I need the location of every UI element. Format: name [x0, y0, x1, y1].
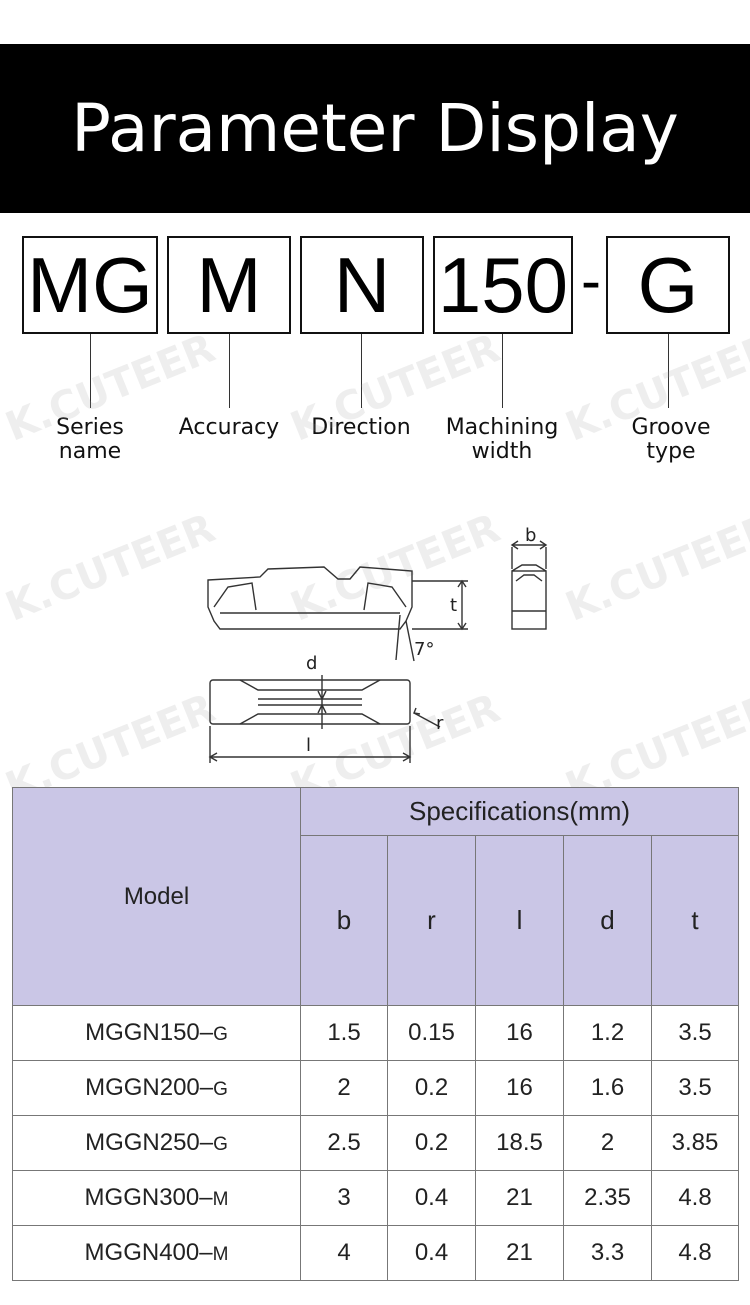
- table-row: MGGN250–G 2.5 0.2 18.5 2 3.85: [12, 1115, 740, 1171]
- cell-b: 3: [300, 1170, 388, 1226]
- cell-d: 1.6: [563, 1060, 652, 1116]
- dim-label-l: l: [306, 735, 311, 756]
- watermark: K.CUTEER: [559, 505, 750, 631]
- column-header-r: r: [387, 835, 476, 1006]
- model-cell: MGGN300–M: [12, 1170, 301, 1226]
- dim-label-t: t: [450, 595, 457, 616]
- cell-d: 1.2: [563, 1005, 652, 1061]
- code-box-accuracy: M: [167, 236, 291, 334]
- page-title: Parameter Display: [0, 44, 750, 213]
- cell-t: 3.5: [650, 1060, 740, 1116]
- table-row: MGGN150–G 1.5 0.15 16 1.2 3.5: [12, 1005, 740, 1061]
- model-cell: MGGN200–G: [12, 1060, 301, 1116]
- code-box-direction: N: [300, 236, 424, 334]
- cell-t: 3.5: [650, 1005, 740, 1061]
- leader-line-accuracy: [229, 334, 230, 408]
- cell-b: 2: [300, 1060, 388, 1116]
- model-cell: MGGN250–G: [12, 1115, 301, 1171]
- code-separator: -: [581, 247, 601, 314]
- cell-l: 21: [475, 1225, 564, 1281]
- column-header-l: l: [475, 835, 564, 1006]
- dim-label-d: d: [306, 653, 317, 674]
- column-header-b: b: [300, 835, 388, 1006]
- leader-line-series: [90, 334, 91, 408]
- dim-label-r: r: [436, 713, 444, 734]
- dim-label-angle: 7°: [414, 639, 434, 660]
- cell-t: 4.8: [650, 1170, 740, 1226]
- leader-line-direction: [361, 334, 362, 408]
- cell-l: 21: [475, 1170, 564, 1226]
- code-box-series: MG: [22, 236, 158, 334]
- label-series-name: Series name: [56, 415, 124, 464]
- cell-b: 4: [300, 1225, 388, 1281]
- code-box-width: 150: [433, 236, 573, 334]
- cell-r: 0.15: [387, 1005, 476, 1061]
- insert-technical-drawing: b t 7° d l r: [207, 525, 548, 763]
- cell-t: 4.8: [650, 1225, 740, 1281]
- cell-d: 2.35: [563, 1170, 652, 1226]
- cell-r: 0.4: [387, 1225, 476, 1281]
- watermark: K.CUTEER: [0, 505, 222, 631]
- label-accuracy: Accuracy: [178, 415, 280, 440]
- cell-r: 0.2: [387, 1115, 476, 1171]
- cell-b: 2.5: [300, 1115, 388, 1171]
- leader-line-groove: [668, 334, 669, 408]
- label-machining-width: Machining width: [445, 415, 559, 464]
- column-header-t: t: [650, 835, 740, 1006]
- table-row: MGGN400–M 4 0.4 21 3.3 4.8: [12, 1225, 740, 1281]
- cell-l: 16: [475, 1060, 564, 1116]
- leader-line-width: [502, 334, 503, 408]
- specification-table: Model Specifications(mm) b r l d t MGGN1…: [12, 787, 740, 1281]
- model-column-header: Model: [12, 787, 301, 1006]
- cell-r: 0.4: [387, 1170, 476, 1226]
- model-cell: MGGN150–G: [12, 1005, 301, 1061]
- model-cell: MGGN400–M: [12, 1225, 301, 1281]
- label-direction: Direction: [311, 415, 411, 440]
- dim-label-b: b: [525, 525, 536, 546]
- cell-b: 1.5: [300, 1005, 388, 1061]
- cell-l: 18.5: [475, 1115, 564, 1171]
- table-row: MGGN200–G 2 0.2 16 1.6 3.5: [12, 1060, 740, 1116]
- cell-d: 2: [563, 1115, 652, 1171]
- cell-t: 3.85: [650, 1115, 740, 1171]
- specifications-header: Specifications(mm): [299, 787, 740, 836]
- table-row: MGGN300–M 3 0.4 21 2.35 4.8: [12, 1170, 740, 1226]
- label-groove-type: Groove type: [631, 415, 711, 464]
- cell-l: 16: [475, 1005, 564, 1061]
- column-header-d: d: [563, 835, 652, 1006]
- code-box-groove: G: [606, 236, 730, 334]
- cell-r: 0.2: [387, 1060, 476, 1116]
- cell-d: 3.3: [563, 1225, 652, 1281]
